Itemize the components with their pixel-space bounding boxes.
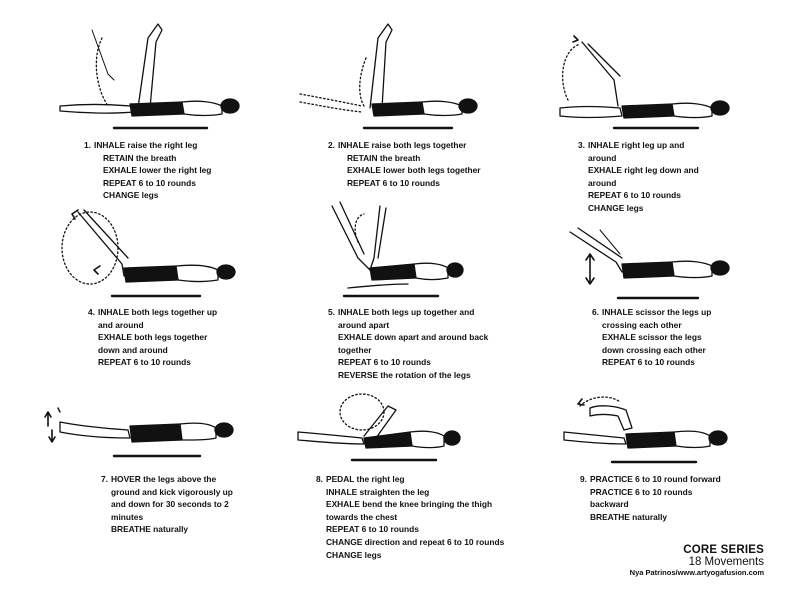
- instruction-line: down crossing each other: [602, 344, 706, 355]
- instruction-line: EXHALE lower the right leg: [103, 165, 212, 176]
- instruction-line: CHANGE legs: [103, 190, 159, 201]
- series-subtitle: 18 Movements: [688, 556, 764, 568]
- exercise-number: 1.: [84, 140, 91, 150]
- instruction-line: towards the chest: [326, 511, 398, 522]
- instruction-line: backward: [590, 499, 629, 510]
- instruction-line: crossing each other: [602, 319, 682, 330]
- footer: CORE SERIES 18 Movements Nya Patrinos/ww…: [630, 544, 764, 577]
- instruction-line: and around: [98, 319, 144, 330]
- exercise-7-instructions: 7. HOVER the legs above the ground and k…: [101, 473, 233, 536]
- instruction-line: REVERSE the rotation of the legs: [338, 369, 471, 380]
- exercise-3-instructions: 3. INHALE right leg up and around EXHALE…: [578, 139, 699, 215]
- instruction-line: down and around: [98, 344, 168, 355]
- instruction-line: REPEAT 6 to 10 rounds: [326, 524, 419, 535]
- exercise-2-instructions: 2. INHALE raise both legs together RETAI…: [328, 139, 481, 189]
- exercise-number: 6.: [592, 307, 599, 317]
- exercise-6-illustration: [560, 222, 740, 302]
- exercise-1-illustration: [52, 18, 242, 133]
- instruction-line: EXHALE right leg down and: [588, 165, 699, 176]
- instruction-line: EXHALE bend the knee bringing the thigh: [326, 499, 493, 510]
- instruction-line: minutes: [111, 511, 144, 522]
- instruction-line: BREATHE naturally: [111, 524, 189, 535]
- exercise-number: 5.: [328, 307, 335, 317]
- instruction-line: REPEAT 6 to 10 rounds: [602, 357, 695, 368]
- exercise-number: 8.: [316, 474, 323, 484]
- instruction-line: REPEAT 6 to 10 rounds: [103, 177, 196, 188]
- exercise-number: 3.: [578, 140, 585, 150]
- instruction-line: REPEAT 6 to 10 rounds: [338, 357, 431, 368]
- instruction-line: ground and kick vigorously up: [111, 486, 233, 497]
- instruction-line: REPEAT 6 to 10 rounds: [98, 357, 191, 368]
- instruction-line: PRACTICE 6 to 10 round forward: [590, 474, 721, 484]
- author-credit: Nya Patrinos/www.artyogafusion.com: [629, 568, 764, 577]
- instruction-line: RETAIN the breath: [347, 152, 421, 163]
- instruction-line: RETAIN the breath: [103, 152, 177, 163]
- exercise-1-instructions: 1. INHALE raise the right leg RETAIN the…: [84, 139, 211, 202]
- instruction-line: REPEAT 6 to 10 rounds: [588, 190, 681, 201]
- instruction-line: INHALE right leg up and: [588, 140, 685, 150]
- instruction-line: around: [588, 152, 617, 163]
- instruction-line: INHALE both legs together up: [98, 307, 218, 317]
- instruction-line: around: [588, 177, 617, 188]
- instruction-line: EXHALE scissor the legs: [602, 332, 702, 343]
- instruction-line: BREATHE naturally: [590, 511, 668, 522]
- exercise-4-illustration: [52, 204, 242, 299]
- exercise-5-instructions: 5. INHALE both legs up together and arou…: [328, 306, 488, 382]
- exercise-6-instructions: 6. INHALE scissor the legs up crossing e…: [592, 306, 711, 369]
- instruction-line: INHALE straighten the leg: [326, 486, 430, 497]
- instruction-line: CHANGE legs: [326, 549, 382, 560]
- series-title: CORE SERIES: [683, 544, 764, 556]
- exercise-number: 4.: [88, 307, 95, 317]
- exercise-5-illustration: [318, 198, 468, 300]
- exercise-8-instructions: 8. PEDAL the right leg INHALE straighten…: [316, 473, 504, 561]
- exercise-3-illustration: [548, 30, 748, 135]
- exercise-7-illustration: [40, 400, 240, 460]
- instruction-line: INHALE both legs up together and: [338, 307, 475, 317]
- exercise-9-instructions: 9. PRACTICE 6 to 10 round forward PRACTI…: [580, 473, 721, 523]
- instruction-line: INHALE scissor the legs up: [602, 307, 712, 317]
- instruction-line: together: [338, 344, 372, 355]
- instruction-line: and down for 30 seconds to 2: [111, 499, 229, 510]
- instruction-line: INHALE raise the right leg: [94, 140, 198, 150]
- instruction-line: EXHALE both legs together: [98, 332, 208, 343]
- instruction-line: REPEAT 6 to 10 rounds: [347, 177, 440, 188]
- instruction-line: HOVER the legs above the: [111, 474, 217, 484]
- exercise-4-instructions: 4. INHALE both legs together up and arou…: [88, 306, 217, 369]
- instruction-line: PEDAL the right leg: [326, 474, 405, 484]
- exercise-number: 2.: [328, 140, 335, 150]
- instruction-line: around apart: [338, 319, 390, 330]
- exercise-2-illustration: [292, 18, 482, 133]
- instruction-line: EXHALE lower both legs together: [347, 165, 481, 176]
- instruction-line: CHANGE legs: [588, 202, 644, 213]
- exercise-number: 7.: [101, 474, 108, 484]
- instruction-line: PRACTICE 6 to 10 rounds: [590, 486, 693, 497]
- exercise-8-illustration: [292, 392, 462, 464]
- instruction-line: CHANGE direction and repeat 6 to 10 roun…: [326, 536, 505, 547]
- instruction-line: EXHALE down apart and around back: [338, 332, 489, 343]
- exercise-number: 9.: [580, 474, 587, 484]
- exercise-9-illustration: [560, 388, 740, 466]
- instruction-line: INHALE raise both legs together: [338, 140, 467, 150]
